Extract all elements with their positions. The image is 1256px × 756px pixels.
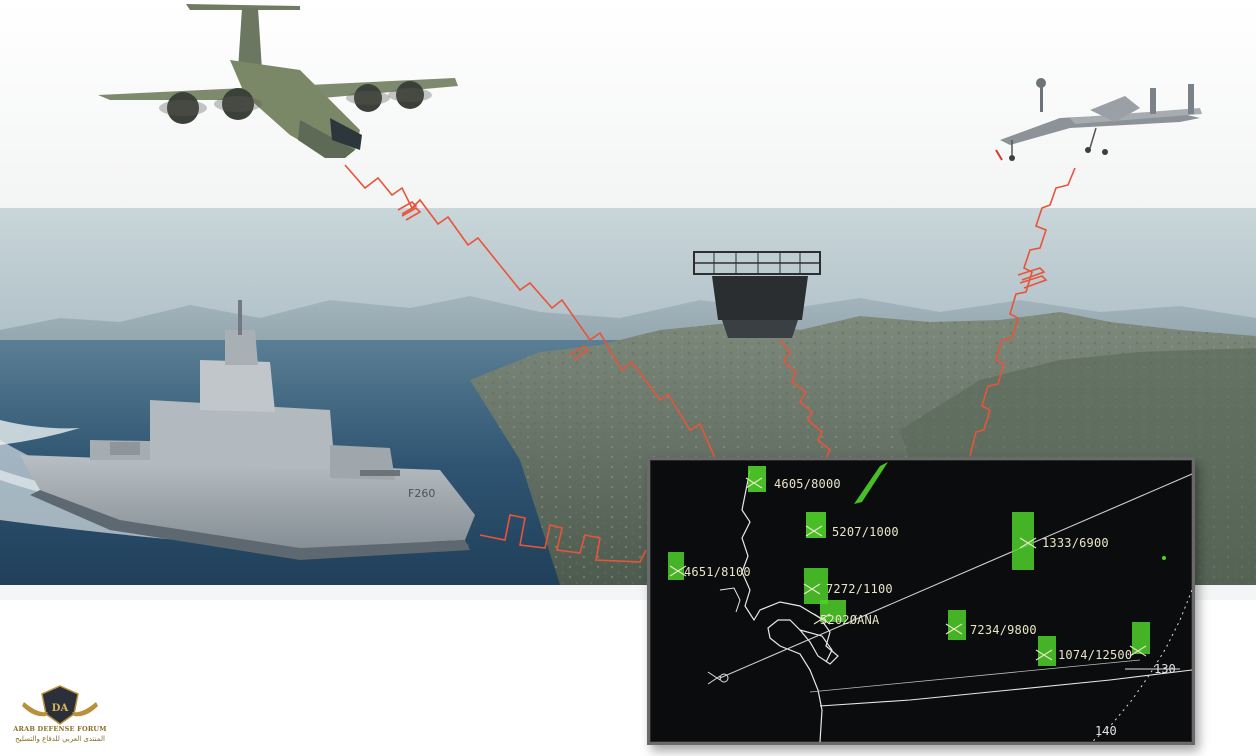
uav-icon xyxy=(995,78,1202,161)
track-label: 5207/1000 xyxy=(832,525,899,539)
radar-display: 4605/8000 5207/1000 1333/6900 4651/8100 … xyxy=(647,457,1195,745)
forum-logo: DA ARAB DEFENSE FORUM المنتدى العربي للد… xyxy=(4,684,116,756)
plot-cluster xyxy=(1012,512,1034,570)
plot-trail xyxy=(854,462,888,504)
forum-emblem-icon: DA xyxy=(22,685,98,725)
track-label: 7234/9800 xyxy=(970,623,1037,637)
ground-radar-icon xyxy=(693,251,821,338)
track-label: 4651/8100 xyxy=(684,565,751,579)
logo-subtitle: المنتدى العربي للدفاع والتسليح xyxy=(15,735,105,743)
plot-cluster xyxy=(1038,636,1056,666)
range-ring xyxy=(1091,589,1192,742)
plot-cluster xyxy=(948,610,966,640)
route-line xyxy=(719,473,1192,679)
track-label: 5202ØANA xyxy=(820,613,880,627)
track-label: 7272/1100 xyxy=(826,582,893,596)
plot-cluster xyxy=(668,552,684,580)
radar-plots xyxy=(668,462,1166,666)
transport-aircraft-icon xyxy=(98,4,458,158)
plot-cluster xyxy=(748,466,766,492)
radar-scope xyxy=(668,462,1192,742)
datalink-lines xyxy=(344,164,1076,563)
logo-initials: DA xyxy=(52,703,69,714)
corvette-ship-icon: F260 xyxy=(20,300,475,560)
logo-title: ARAB DEFENSE FORUM xyxy=(13,725,107,733)
plot-cluster xyxy=(806,512,826,538)
range-label: 130 xyxy=(1154,662,1176,676)
track-markers xyxy=(669,477,1147,661)
track-label: 4605/8000 xyxy=(774,477,841,491)
track-label: 1074/12500 xyxy=(1058,648,1133,662)
svg-text:F260: F260 xyxy=(408,487,435,500)
range-label: 140 xyxy=(1095,724,1117,738)
coastline xyxy=(741,469,839,742)
track-label: 1333/6900 xyxy=(1042,536,1109,550)
waypoint-symbol xyxy=(707,671,729,685)
